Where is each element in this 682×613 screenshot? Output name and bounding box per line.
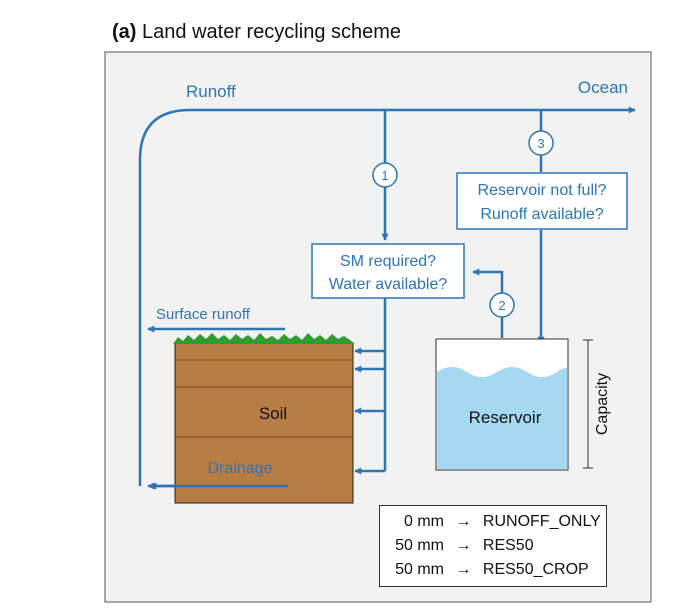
legend-amount: 50 mm [395, 537, 444, 554]
capacity-label: Capacity [594, 373, 611, 435]
figure-title: (a) Land water recycling scheme [112, 21, 401, 44]
reservoir-water [437, 367, 567, 469]
legend-arrow: → [455, 513, 472, 530]
scenario-legend: 0 mm → RUNOFF_ONLY 50 mm → RES50 50 mm →… [379, 505, 607, 587]
reservoir-decision-box [456, 172, 628, 230]
soil-block [174, 342, 354, 504]
soil-decision-box [311, 243, 465, 299]
reservoir-check-line-2: Runoff available? [480, 206, 603, 223]
drainage-label: Drainage [208, 460, 273, 477]
legend-scenario: RES50_CROP [482, 561, 589, 578]
soil-check-line-1: SM required? [340, 253, 436, 270]
reservoir-label: Reservoir [469, 408, 542, 427]
legend-row: 50 mm → RES50 [388, 534, 606, 558]
runoff-to-ocean-flow [138, 106, 636, 486]
runoff-label: Runoff [186, 82, 236, 101]
step-2-circle [489, 292, 515, 318]
legend-amount: 0 mm [404, 513, 444, 530]
legend-amount: 50 mm [395, 561, 444, 578]
grass-cover [173, 333, 355, 344]
panel-tag: (a) [112, 21, 137, 43]
legend-scenario: RES50 [482, 537, 534, 554]
soil-label: Soil [259, 404, 287, 423]
legend-row: 0 mm → RUNOFF_ONLY [388, 510, 606, 534]
step-1-number: 1 [381, 168, 388, 183]
step-1-circle [372, 162, 398, 188]
legend-arrow: → [455, 561, 472, 578]
legend-scenario: RUNOFF_ONLY [482, 513, 601, 530]
step-2-number: 2 [498, 298, 505, 313]
reservoir-check-line-1: Reservoir not full? [478, 182, 607, 199]
soil-check-line-2: Water available? [329, 276, 448, 293]
step-3-circle [528, 130, 554, 156]
step-3-number: 3 [537, 136, 544, 151]
legend-row: 50 mm → RES50_CROP [388, 558, 606, 582]
figure-title-text: Land water recycling scheme [142, 21, 402, 43]
ocean-label: Ocean [578, 78, 628, 97]
legend-arrow: → [455, 537, 472, 554]
surface-runoff-label: Surface runoff [156, 306, 251, 323]
